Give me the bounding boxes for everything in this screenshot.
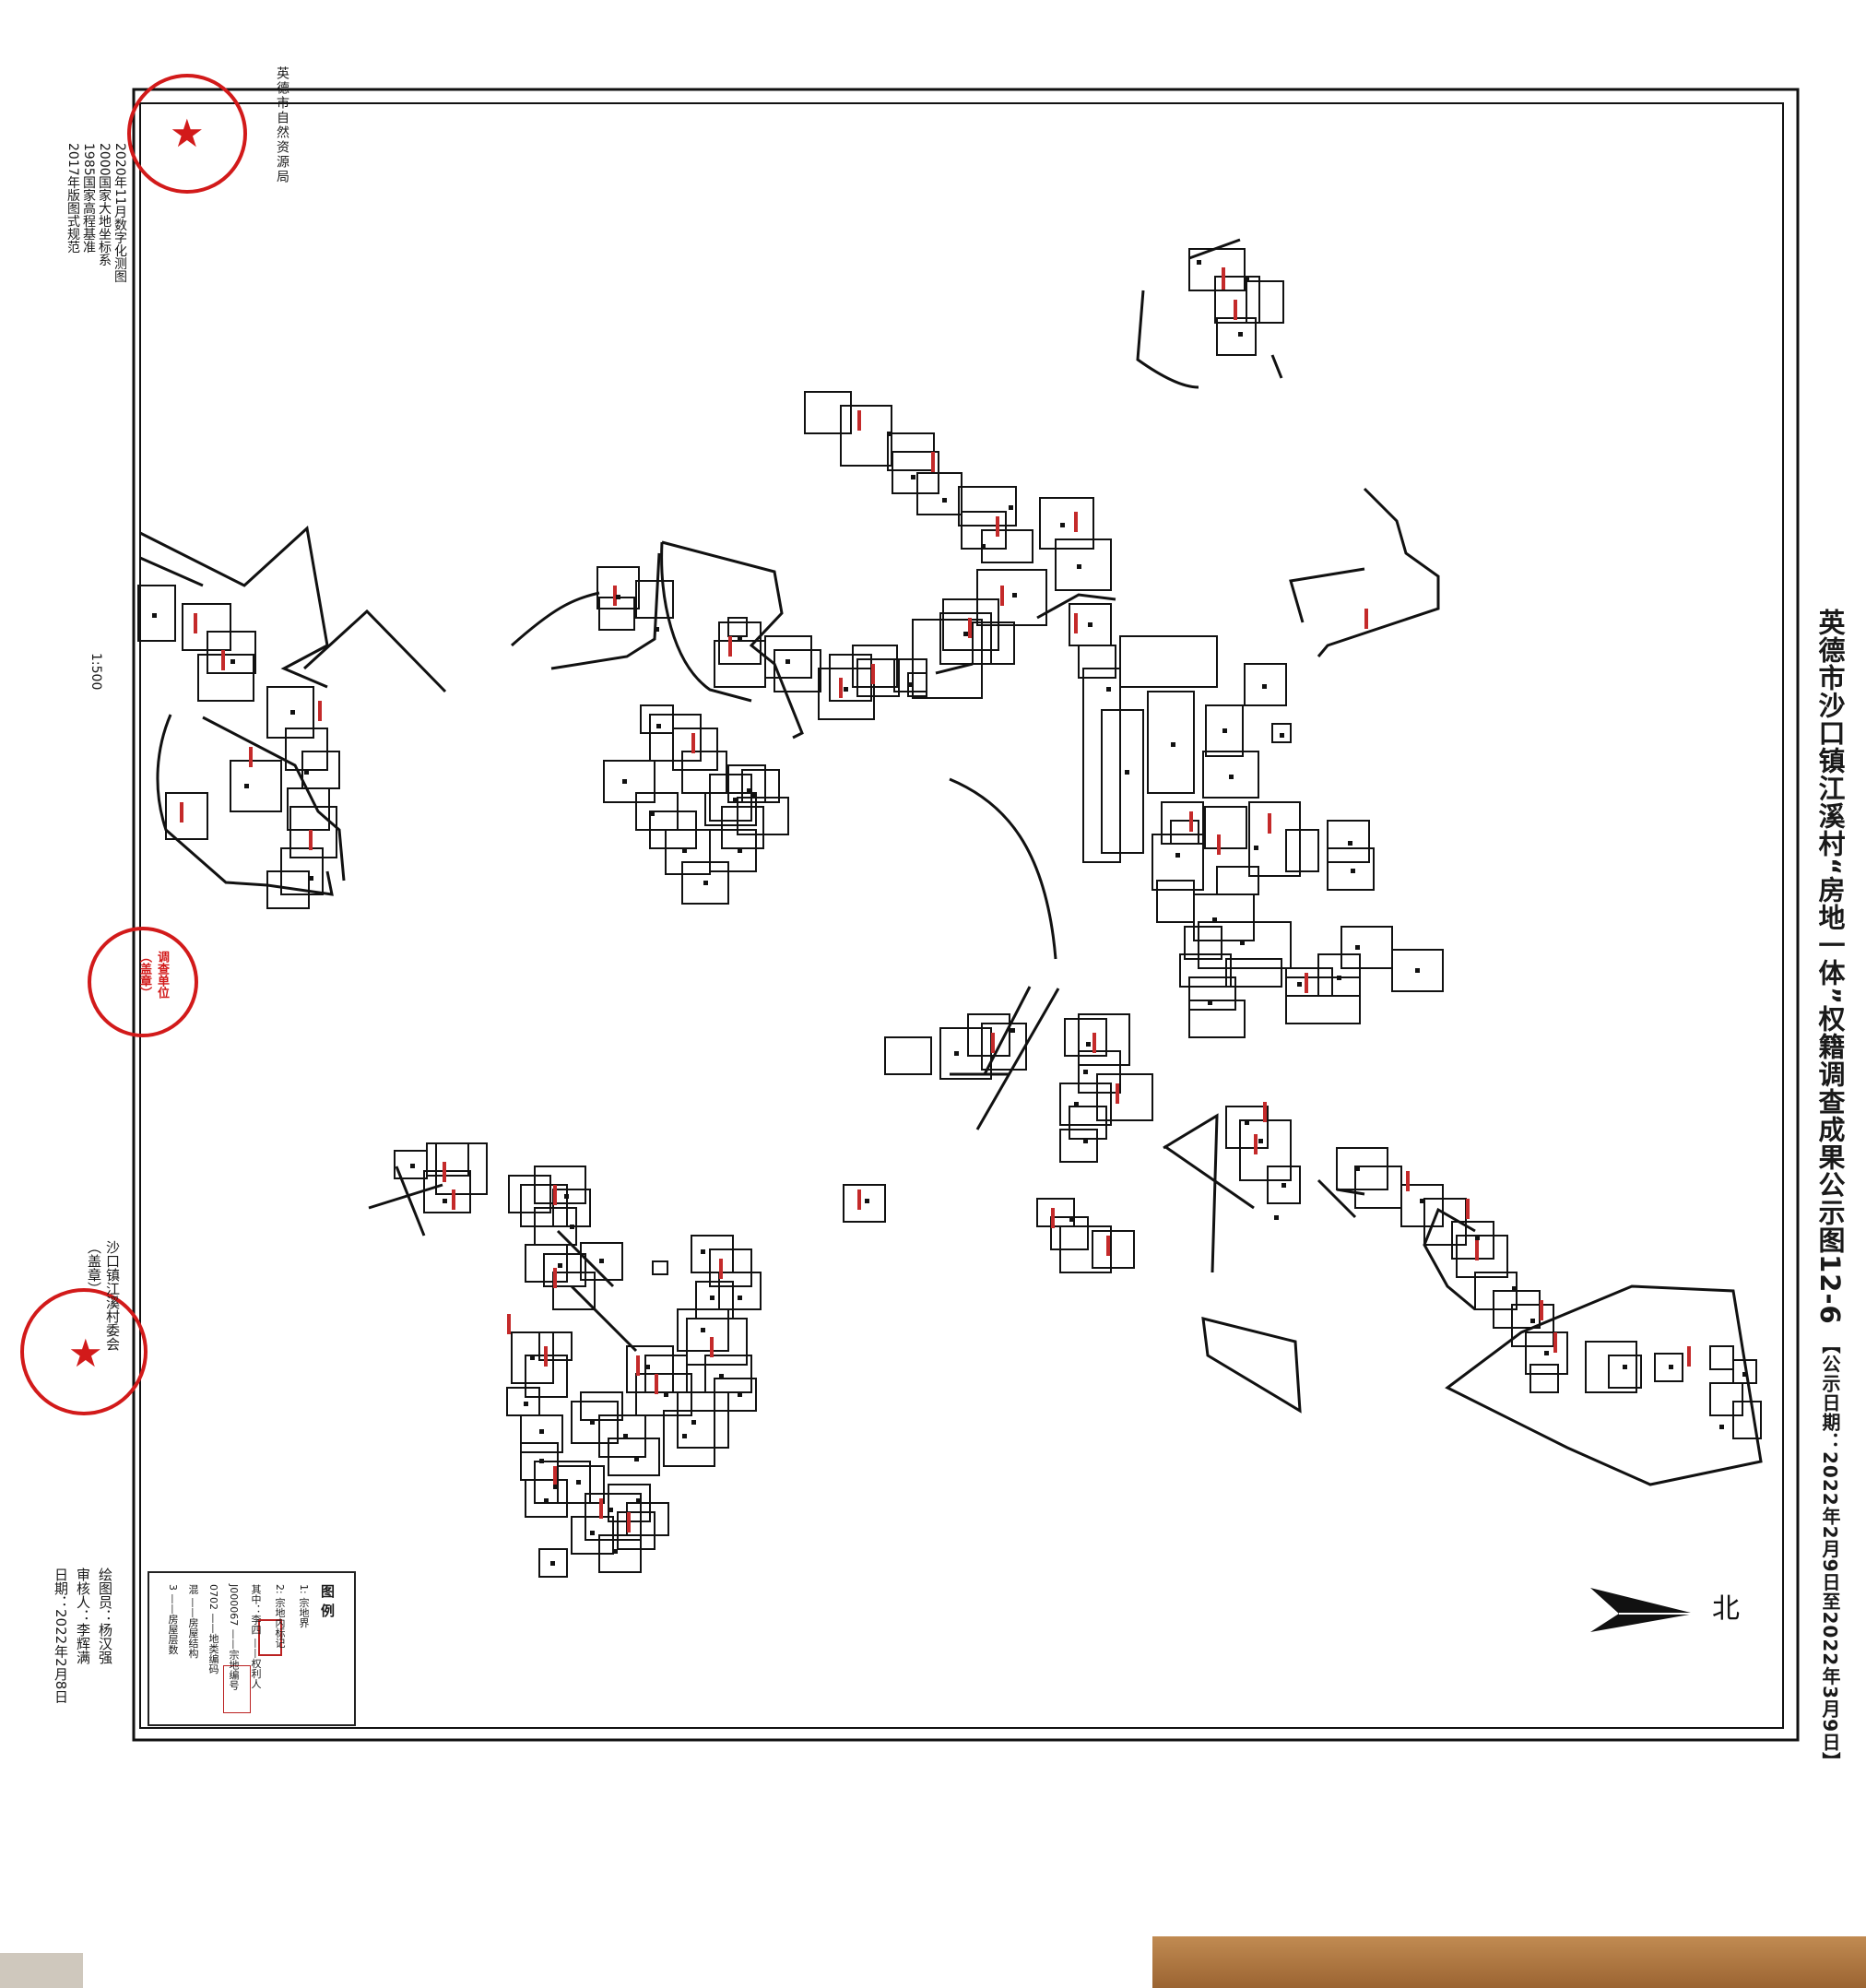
legend-item-boundary: 1: 宗地界 <box>298 1584 310 1628</box>
legend-item-landuse: 0702 ——地类编码 <box>207 1584 219 1674</box>
legend-title: 图例 <box>319 1584 336 1623</box>
star-icon: ★ <box>68 1331 103 1376</box>
legend-marker-swatch <box>223 1665 251 1713</box>
publicity-period: 【公示日期：2022年2月9日至2022年3月9日】 <box>1819 1334 1841 1771</box>
legend-item-marker: 2: 宗地内标记 <box>274 1584 286 1649</box>
north-label: 北 <box>1707 1593 1739 1621</box>
roads-and-boundaries <box>139 238 1763 1486</box>
building-parcels <box>137 248 1762 1578</box>
legend-boundary-swatch <box>258 1619 282 1656</box>
desk-surface <box>1152 1936 1866 1988</box>
map-frame-inner <box>139 102 1784 1729</box>
legend: 图例 1: 宗地界 2: 宗地内标记 其中：李四 ——权利人 J000067 —… <box>148 1571 356 1726</box>
meta-line-2: 2000国家大地坐标系 <box>97 143 112 266</box>
committee-line-1: 沙口镇江溪村委会 <box>104 1240 121 1351</box>
survey-unit-line-1: 调查单位 <box>155 951 169 999</box>
legend-item-structure: 混 ——房屋结构 <box>187 1584 199 1659</box>
map-title: 英德市沙口镇江溪村“房地一体”权籍调查成果公示图12-6 【公示日期：2022年… <box>1811 609 1849 1771</box>
committee-line-2: （盖章） <box>86 1240 102 1296</box>
survey-unit-stamp-text: 调查单位 （盖章） <box>136 951 171 999</box>
credits: 绘图员：杨汉强 审核人：李辉满 日期：2022年2月8日 <box>50 1568 116 1703</box>
legend-item-floors: 3 ——房屋层数 <box>167 1584 179 1655</box>
survey-metadata: 2020年11月数字化测图 2000国家大地坐标系 1985国家高程基准 201… <box>65 143 127 282</box>
legend-item-parcel-no: J000067 ——宗地编号 <box>228 1584 240 1690</box>
legend-item-owner: 其中：李四 ——权利人 <box>250 1584 262 1689</box>
village-committee: 沙口镇江溪村委会 （盖章） <box>85 1240 122 1351</box>
survey-unit-line-2: （盖章） <box>137 951 151 999</box>
parcel-labels <box>180 267 1691 1532</box>
meta-line-1: 2020年11月数字化测图 <box>112 143 127 283</box>
drawer-credit: 绘图员：杨汉强 <box>97 1568 113 1664</box>
agency-name: 英德市自然资源局 <box>275 66 289 184</box>
parcel-center-points <box>152 260 1747 1566</box>
title-main: 英德市沙口镇江溪村“房地一体”权籍调查成果公示图12-6 <box>1814 609 1846 1325</box>
date-credit: 日期：2022年2月8日 <box>53 1568 69 1704</box>
map-frame-outer <box>132 88 1800 1742</box>
map-scale: 1:500 <box>89 653 103 691</box>
survey-unit-stamp: 调查单位 （盖章） <box>88 927 198 1037</box>
north-arrow-icon <box>1590 1588 1695 1632</box>
agency-stamp: ★ <box>127 74 247 194</box>
meta-line-3: 1985国家高程基准 <box>81 143 96 254</box>
committee-stamp: ★ <box>20 1288 148 1415</box>
meta-line-4: 2017年版图式规范 <box>65 143 80 254</box>
floor-edge <box>0 1953 83 1988</box>
reviewer-credit: 审核人：李辉满 <box>75 1568 91 1664</box>
star-icon: ★ <box>170 111 205 156</box>
